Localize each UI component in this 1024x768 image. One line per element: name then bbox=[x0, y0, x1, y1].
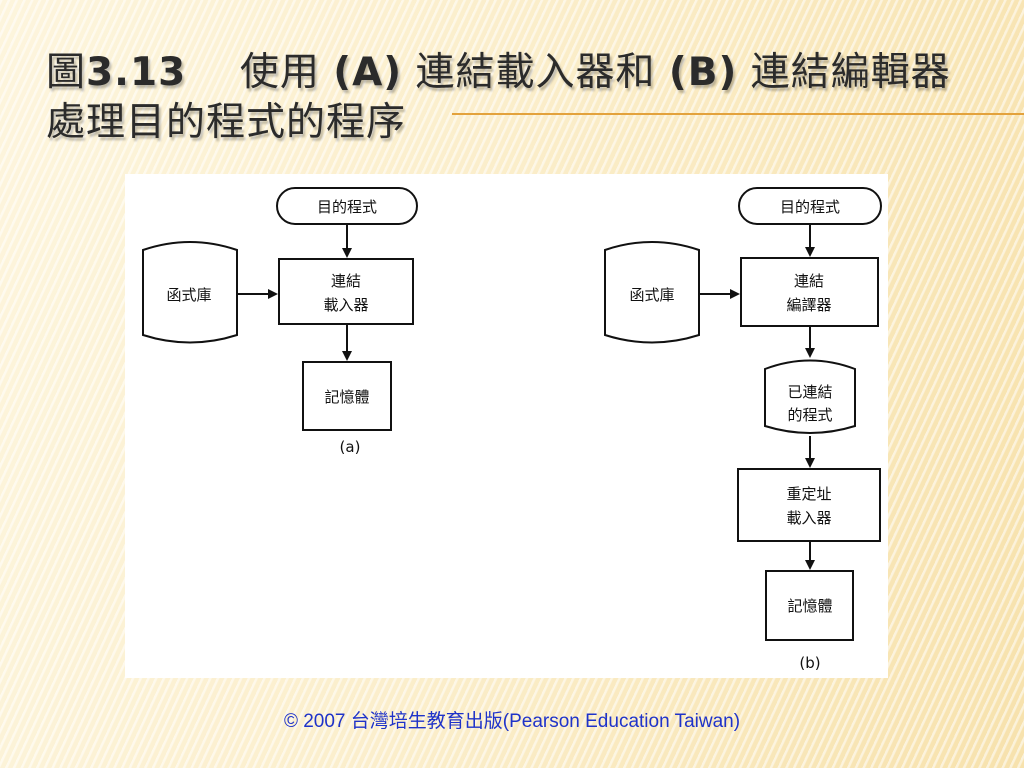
a-library-label: 函式庫 bbox=[166, 286, 211, 304]
a-library-cylinder bbox=[142, 241, 238, 344]
diagram-a-labels: 目的程式 函式庫 連結 載入器 記憶體 (a) bbox=[166, 198, 377, 456]
b-linked-program-cylinder bbox=[764, 359, 856, 434]
slide-title: 圖3.13 使用 (A) 連結載入器和 (B) 連結編輯器 處理目的程式的程序 bbox=[46, 48, 986, 148]
a-memory-label: 記憶體 bbox=[324, 388, 369, 406]
diagram-a bbox=[142, 187, 418, 431]
b-linked-program-label-1: 已連結 bbox=[787, 383, 832, 401]
b-linked-program-label-2: 的程式 bbox=[787, 406, 832, 424]
b-linkage-editor-box bbox=[740, 257, 879, 327]
diagram-b bbox=[604, 187, 882, 641]
title-line-2: 處理目的程式的程序 bbox=[46, 100, 407, 145]
a-linking-loader-label-2: 載入器 bbox=[323, 296, 368, 314]
title-part2: 連結載入器和 bbox=[402, 50, 669, 95]
flowchart-figure: 目的程式 函式庫 連結 載入器 記憶體 (a) 目的程式 函式庫 連結 編譯器 bbox=[125, 174, 888, 678]
a-object-program-label: 目的程式 bbox=[317, 198, 377, 216]
flowchart-svg: 目的程式 函式庫 連結 載入器 記憶體 (a) 目的程式 函式庫 連結 編譯器 bbox=[142, 187, 882, 672]
b-object-program-label: 目的程式 bbox=[780, 198, 840, 216]
a-linking-loader-label-1: 連結 bbox=[331, 272, 361, 290]
b-memory-box bbox=[765, 570, 854, 641]
title-line-1: 圖3.13 使用 (A) 連結載入器和 (B) 連結編輯器 bbox=[46, 48, 986, 98]
b-relocating-loader-label-1: 重定址 bbox=[786, 485, 831, 503]
a-memory-box bbox=[302, 361, 392, 431]
b-library-label: 函式庫 bbox=[629, 286, 674, 304]
title-fig-number: 3.13 bbox=[86, 50, 187, 95]
title-part1: 使用 bbox=[239, 50, 334, 95]
b-library-cylinder bbox=[604, 241, 700, 344]
a-caption: (a) bbox=[340, 438, 361, 456]
b-linkage-editor-label-2: 編譯器 bbox=[786, 296, 831, 314]
title-underline bbox=[452, 113, 1024, 115]
b-linkage-editor-label-1: 連結 bbox=[794, 272, 824, 290]
b-relocating-loader-box bbox=[737, 468, 881, 542]
b-relocating-loader-label-2: 載入器 bbox=[786, 509, 831, 527]
title-a-label: (A) bbox=[333, 50, 403, 95]
b-caption: (b) bbox=[799, 654, 820, 672]
diagram-b-labels: 目的程式 函式庫 連結 編譯器 已連結 的程式 重定址 載入器 記憶體 (b) bbox=[629, 198, 840, 672]
copyright-footer: © 2007 台灣培生教育出版(Pearson Education Taiwan… bbox=[283, 711, 741, 732]
title-b-label: (B) bbox=[668, 50, 738, 95]
title-part3: 連結編輯器 bbox=[737, 50, 951, 95]
b-memory-label: 記憶體 bbox=[787, 597, 832, 615]
title-fig-prefix: 圖 bbox=[46, 50, 87, 95]
a-linking-loader-box bbox=[278, 258, 414, 325]
